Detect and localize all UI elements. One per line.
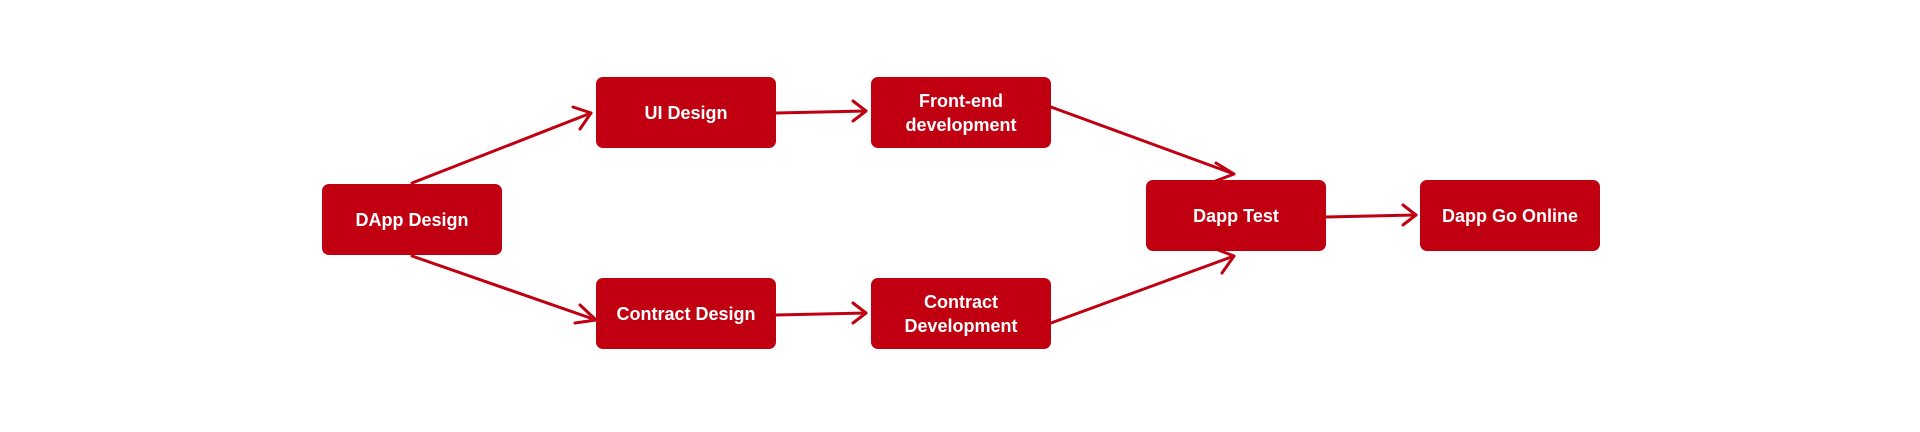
node-frontend-label-line1: Front-end xyxy=(919,90,1003,111)
node-ui-design: UI Design xyxy=(596,77,776,148)
arrow-dapp-test-to-dapp-online xyxy=(1324,203,1418,227)
node-frontend-label: Front-end development xyxy=(905,89,1016,137)
node-dapp-go-online-label: Dapp Go Online xyxy=(1441,205,1578,226)
node-contract-development: Contract Development xyxy=(871,278,1051,349)
node-frontend-development: Front-end development xyxy=(871,77,1051,148)
arrow-contract-design-to-contract-dev xyxy=(774,301,868,325)
node-contract-design-label: Contract Design xyxy=(616,303,756,324)
node-contract-design: Contract Design xyxy=(596,278,776,349)
node-dapp-go-online: Dapp Go Online xyxy=(1420,180,1600,251)
arrow-frontend-to-dapp-test xyxy=(1049,105,1236,184)
node-contract-dev-label-line1: Contract xyxy=(923,291,998,312)
node-contract-dev-label-line2: Development xyxy=(904,315,1018,336)
arrow-dapp-design-to-ui-design xyxy=(410,105,593,185)
node-dapp-test-label: Dapp Test xyxy=(1193,205,1279,226)
node-dapp-test: Dapp Test xyxy=(1146,180,1326,251)
arrow-ui-design-to-frontend xyxy=(774,99,868,123)
node-ui-design-label: UI Design xyxy=(644,102,728,123)
node-dapp-design-label: DApp Design xyxy=(355,209,469,230)
node-frontend-label-line2: development xyxy=(905,114,1017,135)
node-dapp-design: DApp Design xyxy=(322,184,502,255)
arrow-contract-dev-to-dapp-test xyxy=(1049,246,1236,325)
node-contract-dev-label: Contract Development xyxy=(904,290,1017,338)
arrow-dapp-design-to-contract-design xyxy=(410,254,598,325)
